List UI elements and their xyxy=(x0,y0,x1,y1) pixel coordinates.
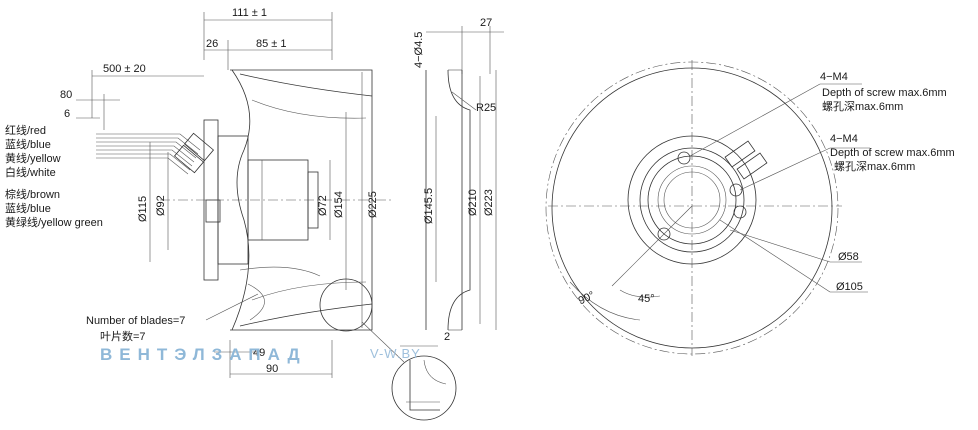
dim-d58: Ø58 xyxy=(838,251,859,263)
side-view: 111 ± 1 26 85 ± 1 500 ± 20 80 6 xyxy=(5,7,405,378)
dim-27: 27 xyxy=(480,17,492,29)
blades-count-en: Number of blades=7 xyxy=(86,315,185,327)
m4-depth-cn-1: 螺孔深max.6mm xyxy=(822,100,903,113)
wire-label-yellow: 黄线/yellow xyxy=(5,151,61,165)
m4-label-2: 4−M4 xyxy=(830,133,858,145)
dim-90: 90 xyxy=(266,363,278,375)
dim-d225: Ø225 xyxy=(367,191,379,218)
dim-r25: R25 xyxy=(476,102,496,114)
wire-label-red: 红线/red xyxy=(5,123,46,137)
ring-view: 27 4−Ø4.5 R25 Ø145.5 Ø210 Ø223 2 xyxy=(391,17,504,421)
blades-count-cn: 叶片数=7 xyxy=(100,330,146,343)
dim-overall-width: 111 ± 1 xyxy=(232,7,267,19)
wire-label-white: 白线/white xyxy=(5,165,56,179)
dim-strip-80: 80 xyxy=(60,89,72,101)
m4-depth-cn-2: 螺孔深max.6mm xyxy=(834,160,915,173)
m4-depth-en-1: Depth of screw max.6mm xyxy=(822,87,947,99)
dim-cable-length: 500 ± 20 xyxy=(103,63,146,75)
watermark-company: ВЕНТЭЛЗАПАД xyxy=(100,345,307,364)
dim-hole: 4−Ø4.5 xyxy=(413,32,425,68)
dim-d72: Ø72 xyxy=(317,195,329,216)
m4-depth-en-2: Depth of screw max.6mm xyxy=(830,147,955,159)
dim-d210: Ø210 xyxy=(467,189,479,216)
angle-45: 45° xyxy=(638,293,655,305)
wire-label-blue: 蓝线/blue xyxy=(5,137,51,151)
dim-2: 2 xyxy=(444,331,450,343)
dim-49: 49 xyxy=(253,347,265,359)
dim-d145: Ø145.5 xyxy=(423,188,435,224)
dim-d92: Ø92 xyxy=(155,195,167,216)
dim-hub-offset: 26 xyxy=(206,38,218,50)
m4-label-1: 4−M4 xyxy=(820,71,848,83)
dim-d105: Ø105 xyxy=(836,281,863,293)
dim-d154: Ø154 xyxy=(333,191,345,218)
dim-d115: Ø115 xyxy=(137,196,149,222)
watermark-site: V-W.BY xyxy=(370,346,421,361)
dim-strip-6: 6 xyxy=(64,108,70,120)
front-view: 90° 45° 4−M4 Depth of screw max.6mm 螺孔深m… xyxy=(545,60,955,356)
dim-d223: Ø223 xyxy=(483,189,495,216)
dim-body-width: 85 ± 1 xyxy=(256,38,287,50)
wire-label-brown: 棕线/brown xyxy=(5,187,60,201)
wire-label-blue-2: 蓝线/blue xyxy=(5,201,51,215)
wire-label-yellow-green: 黄绿线/yellow green xyxy=(5,215,103,229)
